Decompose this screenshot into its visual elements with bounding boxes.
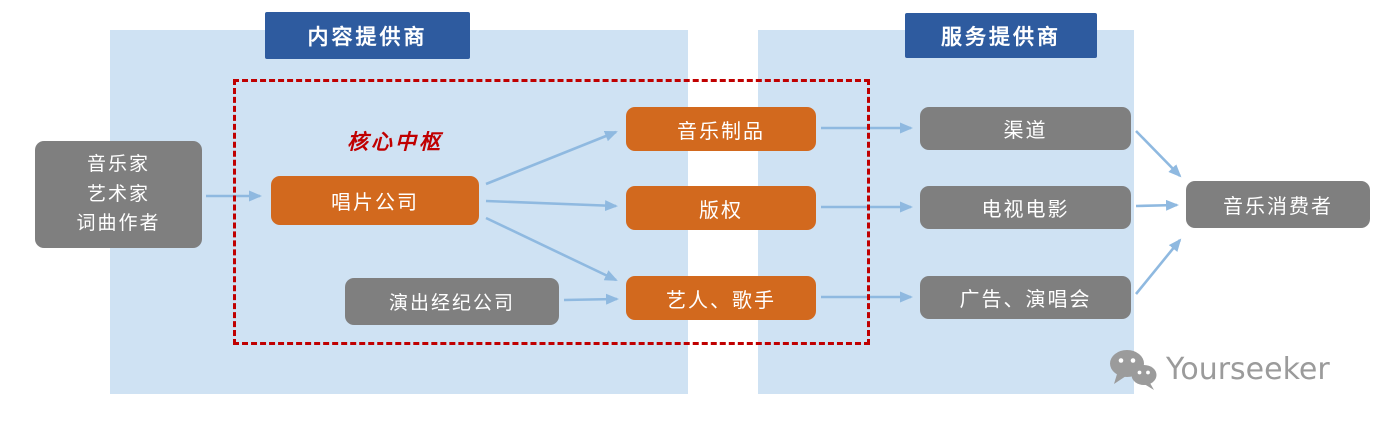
node-copyright: 版权 <box>626 186 816 230</box>
node-artists-singers: 艺人、歌手 <box>626 276 816 320</box>
arrow-channels-to-consumers <box>1135 130 1182 178</box>
content-provider-header: 内容提供商 <box>265 12 470 59</box>
node-ads-concerts: 广告、演唱会 <box>920 276 1131 319</box>
node-creators-line-3: 词曲作者 <box>76 212 161 235</box>
service-provider-header-label: 服务提供商 <box>941 24 1061 49</box>
node-tv-movies: 电视电影 <box>920 186 1131 229</box>
node-creators-line-1: 音乐家 <box>86 153 150 176</box>
node-creators-lines: 音乐家 艺术家 词曲作者 <box>76 150 160 238</box>
watermark-brand: Yourseeker <box>1166 351 1330 387</box>
core-hub-frame <box>233 79 870 345</box>
node-performance-agency: 演出经纪公司 <box>345 278 559 325</box>
node-record-company: 唱片公司 <box>271 176 479 225</box>
wechat-icon <box>1110 350 1157 390</box>
node-channels: 渠道 <box>920 107 1131 150</box>
arrow-tv-movies-to-consumers <box>1135 199 1179 211</box>
arrow-ads-concerts-to-consumers <box>1134 238 1182 295</box>
service-provider-header: 服务提供商 <box>905 13 1097 58</box>
node-creators-line-2: 艺术家 <box>86 182 150 205</box>
core-hub-label: 核心中枢 <box>347 130 443 154</box>
content-provider-header-label: 内容提供商 <box>307 24 428 49</box>
node-music-consumers: 音乐消费者 <box>1186 181 1370 228</box>
node-music-products: 音乐制品 <box>626 107 816 151</box>
node-creators: 音乐家 艺术家 词曲作者 <box>35 141 202 248</box>
watermark: Yourseeker <box>1108 348 1330 390</box>
